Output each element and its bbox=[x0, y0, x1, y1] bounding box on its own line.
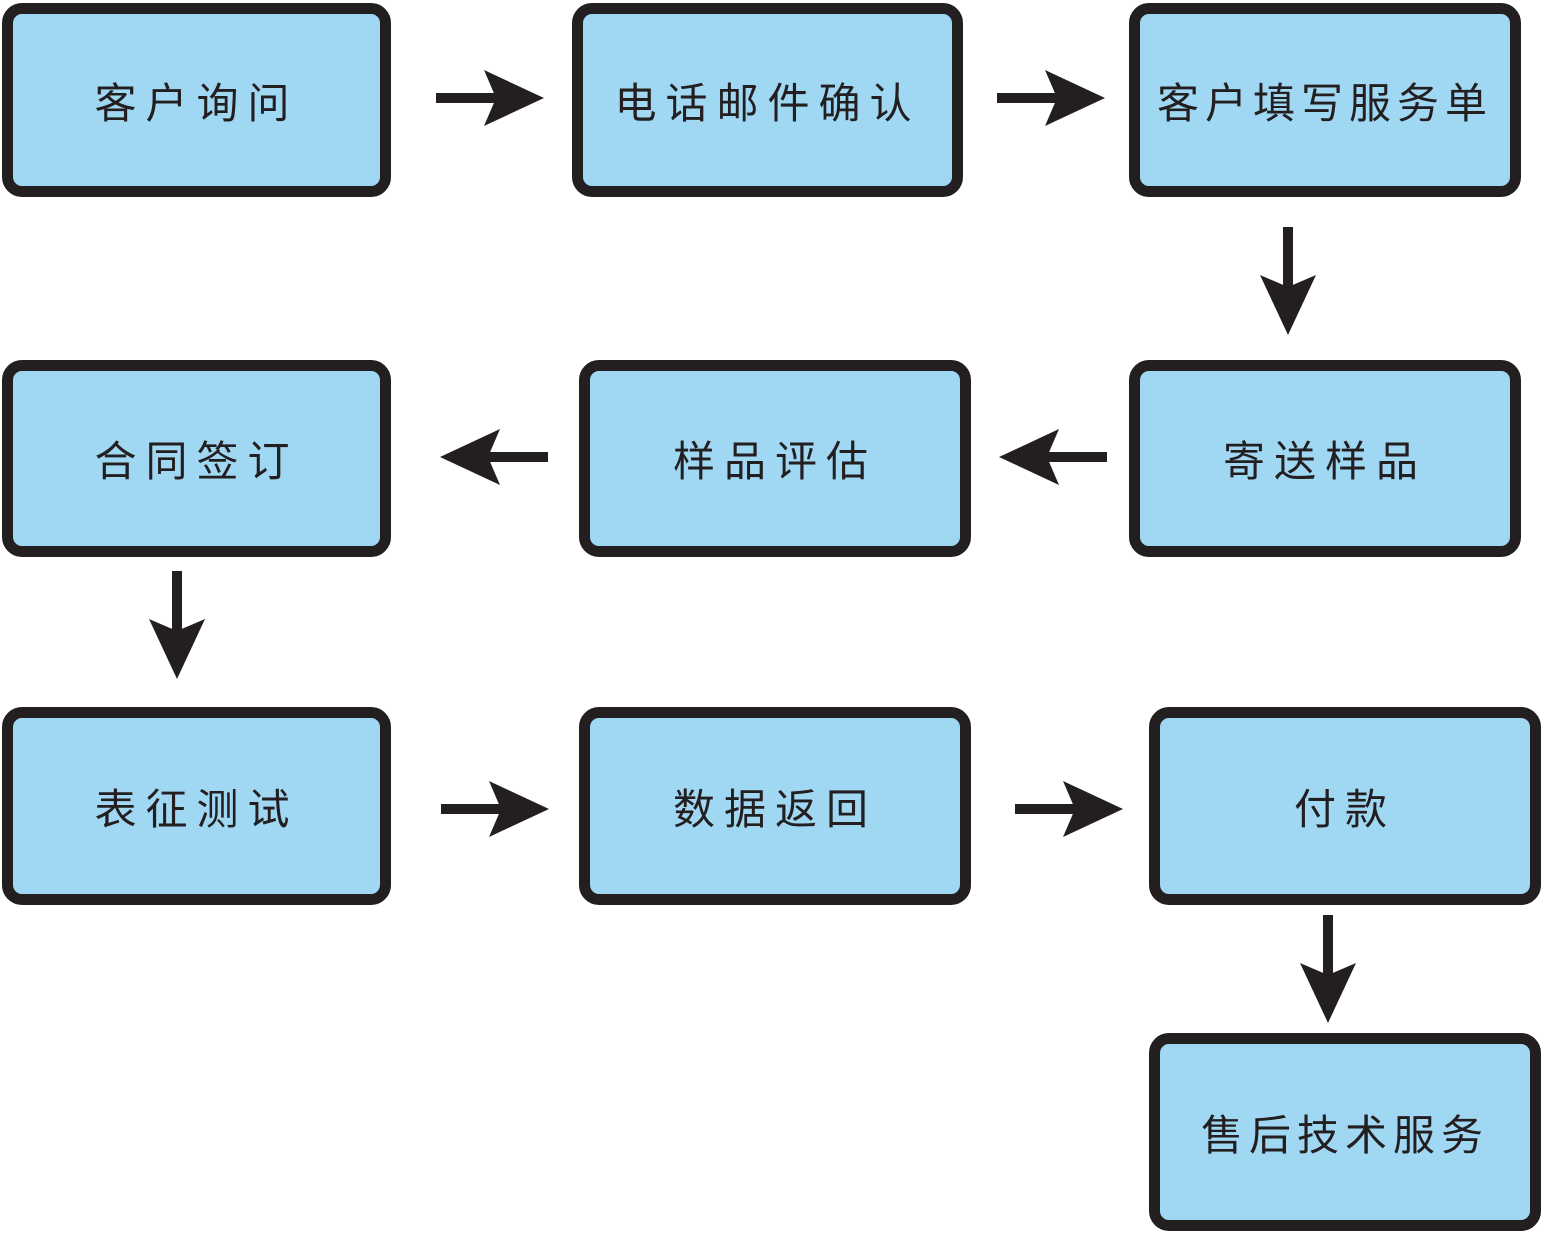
step-box-test: 表征测试 bbox=[2, 707, 391, 905]
step-label-test: 表征测试 bbox=[94, 784, 299, 834]
arrow-evaluate-to-contract bbox=[440, 429, 548, 485]
step-box-data-return: 数据返回 bbox=[579, 707, 971, 905]
step-box-after-sales: 售后技术服务 bbox=[1149, 1033, 1541, 1231]
step-box-form: 客户填写服务单 bbox=[1129, 3, 1521, 197]
arrow-contract-to-test bbox=[149, 571, 205, 679]
step-label-after-sales: 售后技术服务 bbox=[1200, 1110, 1489, 1160]
step-label-evaluate: 样品评估 bbox=[672, 437, 877, 486]
step-box-ship-sample: 寄送样品 bbox=[1129, 360, 1521, 557]
step-box-confirm: 电话邮件确认 bbox=[572, 3, 963, 197]
arrow-payment-to-after-sales bbox=[1300, 915, 1356, 1023]
arrow-test-to-data-return bbox=[441, 781, 549, 837]
step-label-contract: 合同签订 bbox=[94, 437, 299, 486]
step-label-data-return: 数据返回 bbox=[672, 784, 877, 834]
step-box-inquiry: 客户询问 bbox=[2, 3, 391, 197]
arrow-inquiry-to-confirm bbox=[436, 70, 544, 126]
step-label-ship-sample: 寄送样品 bbox=[1222, 437, 1427, 486]
arrow-ship-sample-to-evaluate bbox=[999, 429, 1107, 485]
step-box-evaluate: 样品评估 bbox=[579, 360, 971, 557]
step-label-inquiry: 客户询问 bbox=[94, 78, 299, 128]
step-box-payment: 付款 bbox=[1149, 707, 1541, 905]
step-box-contract: 合同签订 bbox=[2, 360, 391, 557]
arrow-confirm-to-form bbox=[997, 70, 1105, 126]
arrow-form-to-ship-sample bbox=[1260, 227, 1316, 335]
step-label-payment: 付款 bbox=[1293, 784, 1396, 834]
step-label-form: 客户填写服务单 bbox=[1156, 78, 1493, 128]
arrow-data-return-to-payment bbox=[1015, 781, 1123, 837]
step-label-confirm: 电话邮件确认 bbox=[614, 78, 921, 128]
